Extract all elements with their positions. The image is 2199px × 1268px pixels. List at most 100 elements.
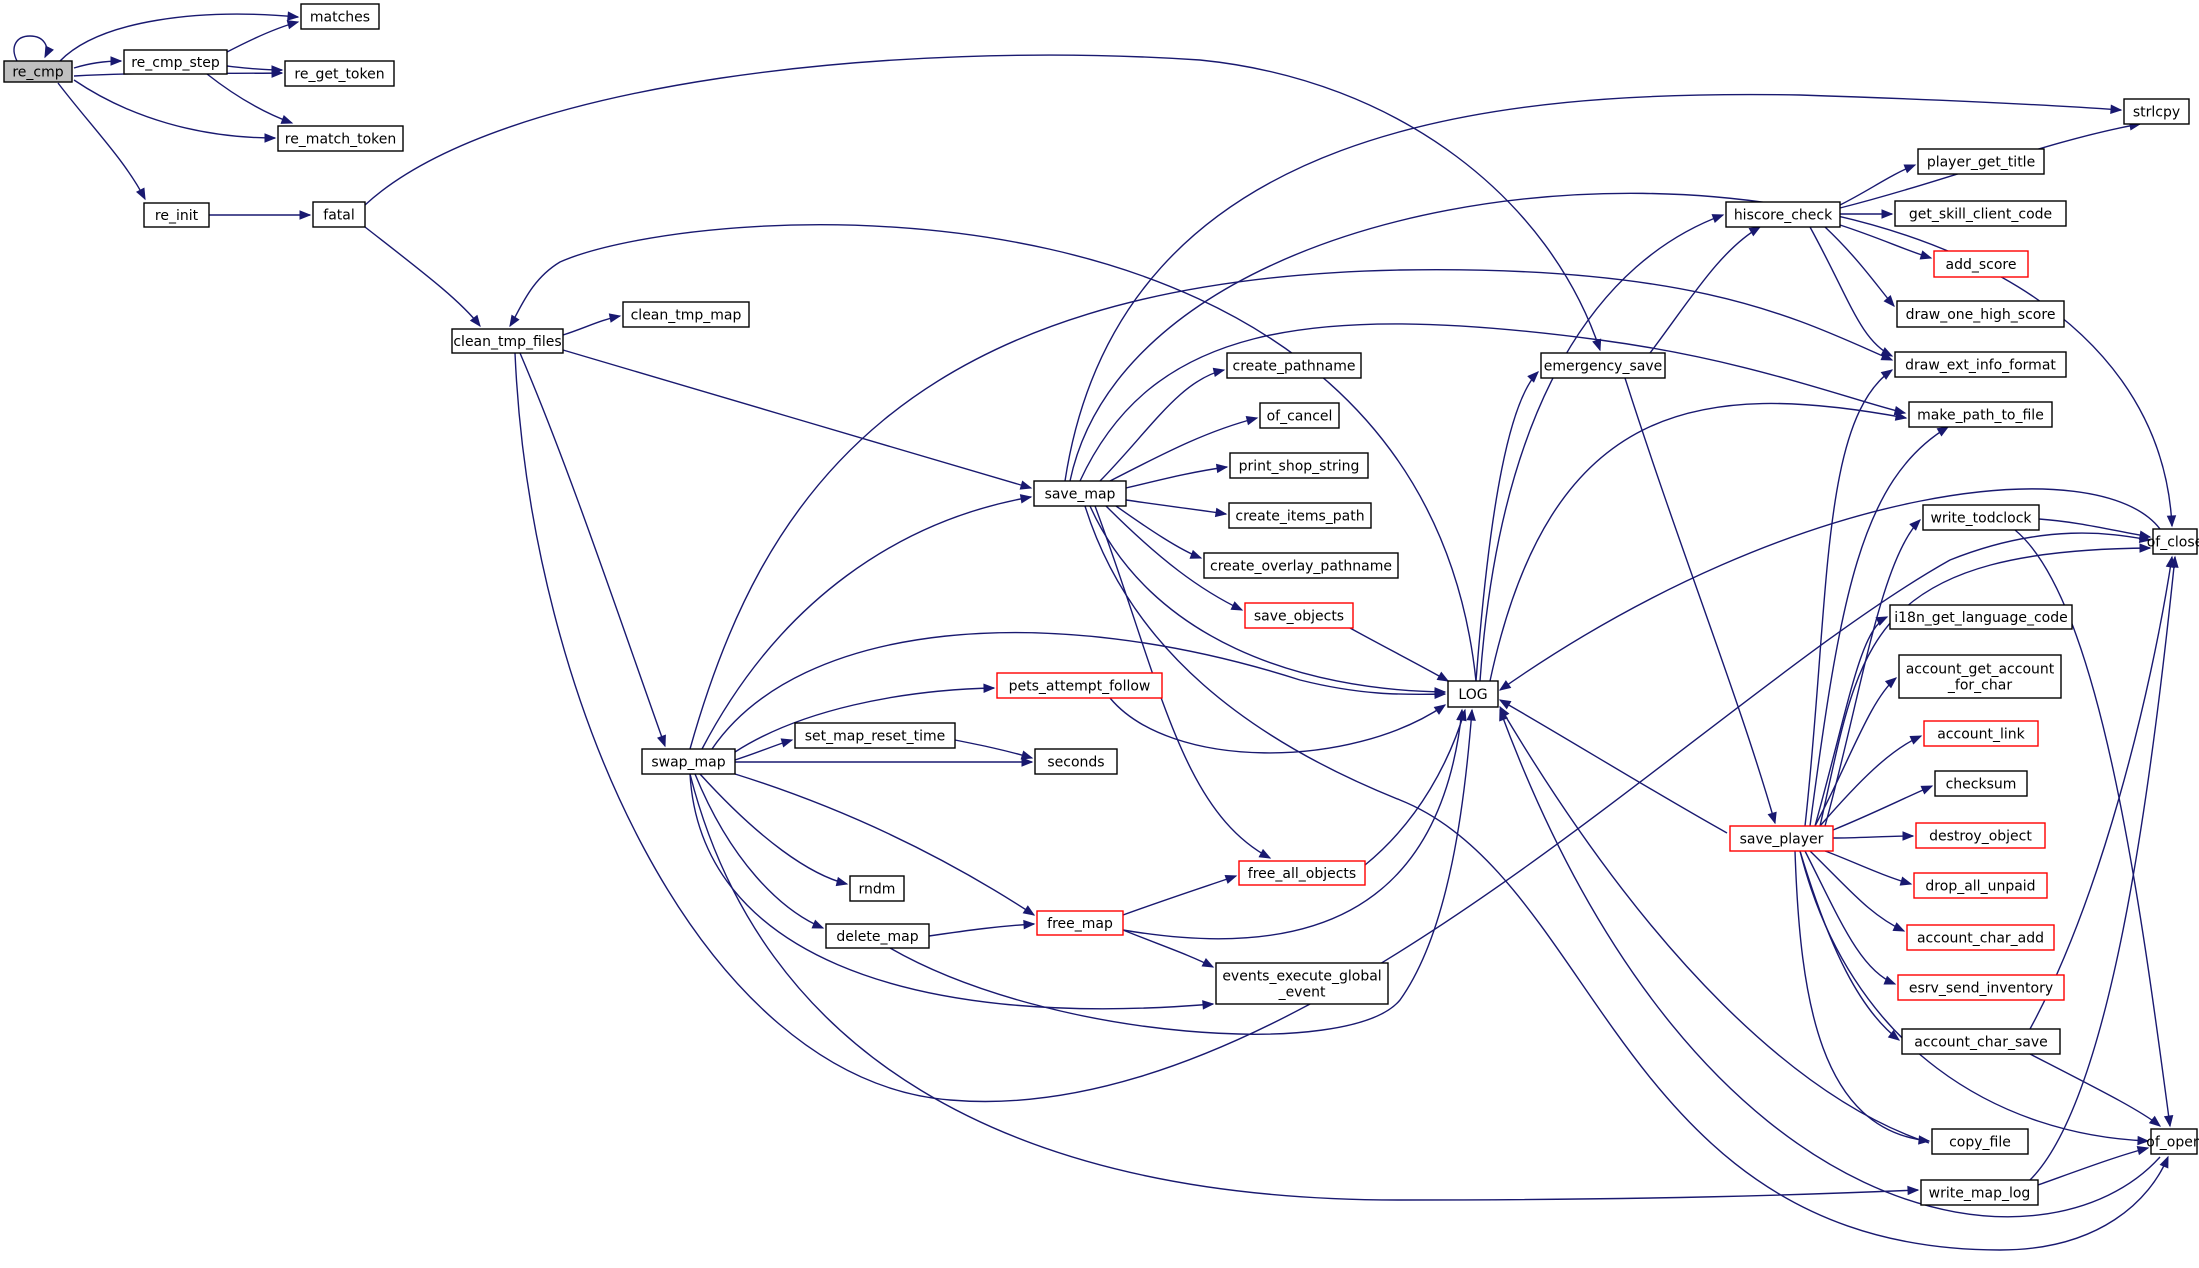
node-save_player[interactable]: save_player [1729, 825, 1834, 852]
node-box[interactable] [1244, 602, 1354, 629]
node-save_objects[interactable]: save_objects [1244, 602, 1354, 629]
node-i18n_get_language_code[interactable]: i18n_get_language_code [1889, 604, 2073, 630]
node-re_cmp[interactable]: re_cmp [3, 60, 73, 83]
node-box[interactable] [1920, 1179, 2039, 1206]
node-of_open[interactable]: of_open [2146, 1128, 2199, 1155]
node-box[interactable] [1238, 860, 1366, 886]
node-add_score[interactable]: add_score [1933, 250, 2029, 278]
node-box[interactable] [2123, 98, 2190, 125]
node-matches[interactable]: matches [300, 3, 380, 30]
node-box[interactable] [1913, 872, 2048, 899]
node-fatal[interactable]: fatal [312, 201, 366, 228]
node-re_init[interactable]: re_init [143, 202, 210, 228]
node-box[interactable] [641, 748, 736, 775]
node-box[interactable] [1447, 680, 1499, 708]
node-get_skill_client_code[interactable]: get_skill_client_code [1894, 200, 2067, 227]
node-free_all_objects[interactable]: free_all_objects [1238, 860, 1366, 886]
node-box[interactable] [1897, 974, 2065, 1001]
node-rndm[interactable]: rndm [849, 875, 905, 902]
node-box[interactable] [451, 328, 564, 354]
node-box[interactable] [1933, 250, 2029, 278]
node-seconds[interactable]: seconds [1034, 748, 1118, 775]
node-box[interactable] [1906, 924, 2055, 951]
node-copy_file[interactable]: copy_file [1931, 1128, 2029, 1155]
node-box[interactable] [1896, 300, 2065, 328]
node-box[interactable] [849, 875, 905, 902]
node-box[interactable] [825, 923, 930, 949]
node-box[interactable] [1725, 201, 1841, 228]
node-clean_tmp_files[interactable]: clean_tmp_files [451, 328, 564, 354]
node-box[interactable] [1226, 352, 1362, 379]
node-box[interactable] [1915, 822, 2046, 849]
node-of_close[interactable]: of_close [2147, 528, 2199, 555]
node-draw_one_high_score[interactable]: draw_one_high_score [1896, 300, 2065, 328]
node-re_get_token[interactable]: re_get_token [284, 60, 395, 87]
node-box[interactable] [1036, 910, 1124, 936]
node-create_items_path[interactable]: create_items_path [1228, 502, 1372, 529]
node-box[interactable] [2150, 1128, 2198, 1155]
node-box[interactable] [1229, 452, 1369, 479]
node-save_map[interactable]: save_map [1033, 480, 1127, 507]
node-box[interactable] [1894, 200, 2067, 227]
node-delete_map[interactable]: delete_map [825, 923, 930, 949]
node-box[interactable] [1889, 604, 2073, 630]
node-emergency_save[interactable]: emergency_save [1540, 352, 1666, 379]
node-swap_map[interactable]: swap_map [641, 748, 736, 775]
node-box[interactable] [1934, 770, 2028, 797]
node-destroy_object[interactable]: destroy_object [1915, 822, 2046, 849]
node-box[interactable] [3, 60, 73, 83]
node-account_link[interactable]: account_link [1923, 720, 2039, 747]
node-print_shop_string[interactable]: print_shop_string [1229, 452, 1369, 479]
node-player_get_title[interactable]: player_get_title [1917, 148, 2045, 175]
node-box[interactable] [1729, 825, 1834, 852]
node-box[interactable] [1923, 720, 2039, 747]
node-box[interactable] [2152, 528, 2198, 555]
node-drop_all_unpaid[interactable]: drop_all_unpaid [1913, 872, 2048, 899]
node-clean_tmp_map[interactable]: clean_tmp_map [622, 301, 750, 328]
node-events_execute_global_event[interactable]: events_execute_global_event [1215, 962, 1389, 1005]
node-box[interactable] [300, 3, 380, 30]
node-checksum[interactable]: checksum [1934, 770, 2028, 797]
node-re_match_token[interactable]: re_match_token [277, 125, 404, 152]
node-box[interactable] [1540, 352, 1666, 379]
node-box[interactable] [312, 201, 366, 228]
node-create_pathname[interactable]: create_pathname [1226, 352, 1362, 379]
node-of_cancel[interactable]: of_cancel [1259, 402, 1340, 429]
node-account_char_save[interactable]: account_char_save [1901, 1028, 2061, 1055]
node-box[interactable] [1917, 148, 2045, 175]
node-make_path_to_file[interactable]: make_path_to_file [1908, 401, 2053, 428]
node-box[interactable] [794, 722, 956, 749]
node-box[interactable] [277, 125, 404, 152]
node-box[interactable] [1215, 962, 1389, 1005]
node-set_map_reset_time[interactable]: set_map_reset_time [794, 722, 956, 749]
node-box[interactable] [1931, 1128, 2029, 1155]
node-box[interactable] [1259, 402, 1340, 429]
node-box[interactable] [996, 672, 1163, 699]
node-re_cmp_step[interactable]: re_cmp_step [123, 49, 228, 75]
node-box[interactable] [1908, 401, 2053, 428]
node-esrv_send_inventory[interactable]: esrv_send_inventory [1897, 974, 2065, 1001]
node-box[interactable] [284, 60, 395, 87]
node-box[interactable] [1894, 351, 2067, 378]
node-LOG[interactable]: LOG [1447, 680, 1499, 708]
node-box[interactable] [1228, 502, 1372, 529]
node-box[interactable] [1203, 552, 1399, 579]
node-strlcpy[interactable]: strlcpy [2123, 98, 2190, 125]
node-box[interactable] [622, 301, 750, 328]
node-box[interactable] [1033, 480, 1127, 507]
node-account_char_add[interactable]: account_char_add [1906, 924, 2055, 951]
node-write_map_log[interactable]: write_map_log [1920, 1179, 2039, 1206]
node-write_todclock[interactable]: write_todclock [1922, 504, 2040, 531]
node-box[interactable] [123, 49, 228, 75]
node-hiscore_check[interactable]: hiscore_check [1725, 201, 1841, 228]
node-create_overlay_pathname[interactable]: create_overlay_pathname [1203, 552, 1399, 579]
node-box[interactable] [1034, 748, 1118, 775]
node-box[interactable] [1898, 654, 2062, 699]
node-box[interactable] [143, 202, 210, 228]
node-pets_attempt_follow[interactable]: pets_attempt_follow [996, 672, 1163, 699]
node-account_get_account_for_char[interactable]: account_get_account_for_char [1898, 654, 2062, 699]
node-free_map[interactable]: free_map [1036, 910, 1124, 936]
node-draw_ext_info_format[interactable]: draw_ext_info_format [1894, 351, 2067, 378]
node-box[interactable] [1922, 504, 2040, 531]
node-box[interactable] [1901, 1028, 2061, 1055]
